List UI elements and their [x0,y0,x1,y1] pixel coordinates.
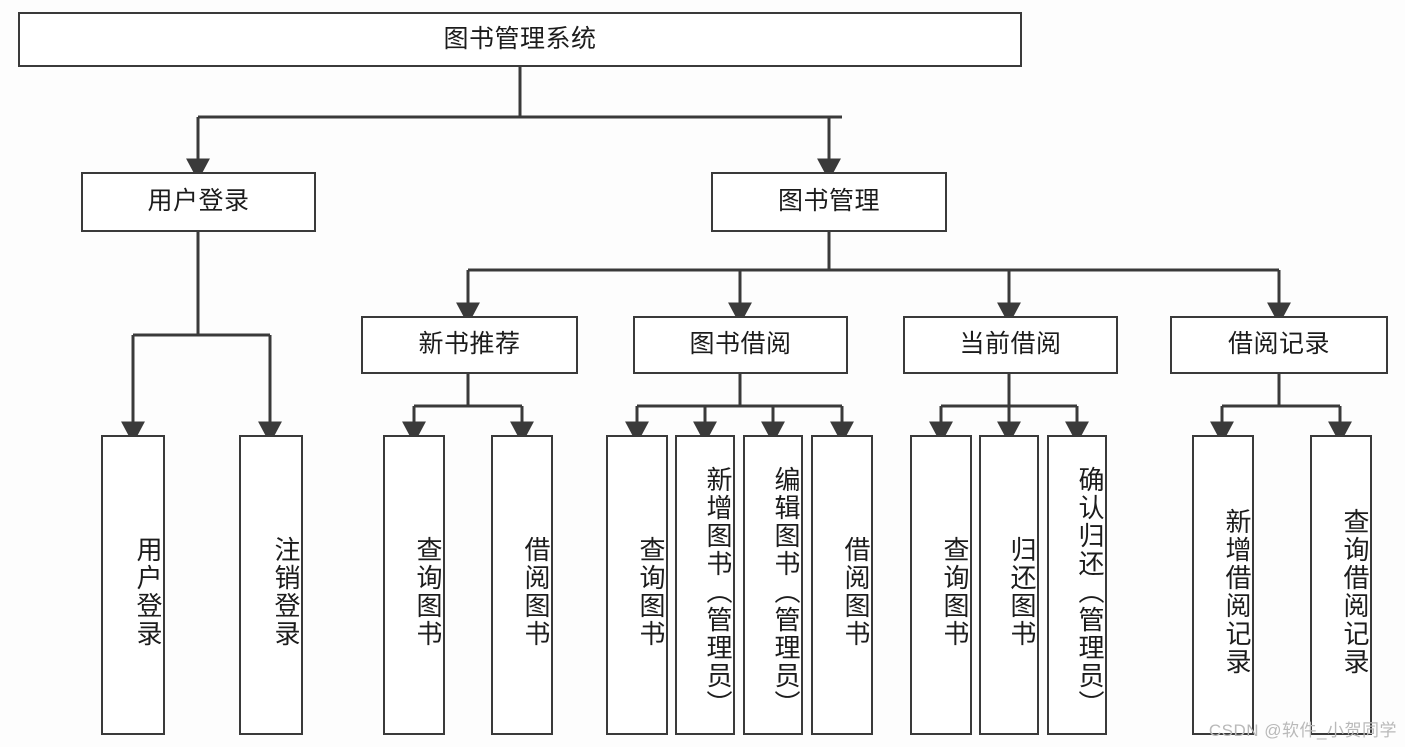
leaf-user-login-logout[interactable]: 注销登录 [239,435,303,735]
node-label: 编辑图书（管理员） [771,466,801,718]
leaf-borrow-record-add-record[interactable]: 新增借阅记录 [1192,435,1254,735]
node-label: 注销登录 [271,536,301,648]
node-label: 借阅记录 [1227,330,1330,359]
node-label: 查询图书 [413,536,443,648]
watermark-text: CSDN @软件_小贺同学 [1208,721,1397,740]
leaf-current-borrow-return-book[interactable]: 归还图书 [979,435,1039,735]
node-user-login[interactable]: 用户登录 [81,172,316,232]
leaf-book-borrow-edit-book-admin[interactable]: 编辑图书（管理员） [743,435,803,735]
node-label: 借阅图书 [841,536,871,648]
node-label: 查询图书 [636,536,666,648]
node-label: 查询图书 [940,536,970,648]
node-label: 确认归还（管理员） [1075,466,1105,718]
node-label: 当前借阅 [959,330,1062,359]
node-label: 新增借阅记录 [1222,508,1252,676]
node-new-book-recommend[interactable]: 新书推荐 [361,316,578,374]
node-label: 图书管理系统 [443,24,597,53]
node-label: 用户登录 [133,536,163,648]
leaf-book-borrow-borrow-book[interactable]: 借阅图书 [811,435,873,735]
node-current-borrow[interactable]: 当前借阅 [903,316,1118,374]
node-label: 新增图书（管理员） [703,466,733,718]
node-label: 借阅图书 [521,536,551,648]
leaf-new-book-query-book[interactable]: 查询图书 [383,435,445,735]
node-label: 图书管理 [777,187,880,216]
node-label: 图书借阅 [689,330,792,359]
node-book-management[interactable]: 图书管理 [711,172,947,232]
node-root-book-management-system[interactable]: 图书管理系统 [18,12,1022,67]
leaf-borrow-record-query-record[interactable]: 查询借阅记录 [1310,435,1372,735]
node-label: 新书推荐 [418,330,521,359]
leaf-current-borrow-confirm-return-admin[interactable]: 确认归还（管理员） [1047,435,1107,735]
leaf-book-borrow-add-book-admin[interactable]: 新增图书（管理员） [675,435,735,735]
node-label: 用户登录 [147,187,250,216]
leaf-book-borrow-query-book[interactable]: 查询图书 [606,435,668,735]
node-label: 归还图书 [1007,536,1037,648]
leaf-user-login-login[interactable]: 用户登录 [101,435,165,735]
node-book-borrow[interactable]: 图书借阅 [633,316,848,374]
node-borrow-record[interactable]: 借阅记录 [1170,316,1388,374]
node-label: 查询借阅记录 [1340,508,1370,676]
leaf-current-borrow-query-book[interactable]: 查询图书 [910,435,972,735]
leaf-new-book-borrow-book[interactable]: 借阅图书 [491,435,553,735]
